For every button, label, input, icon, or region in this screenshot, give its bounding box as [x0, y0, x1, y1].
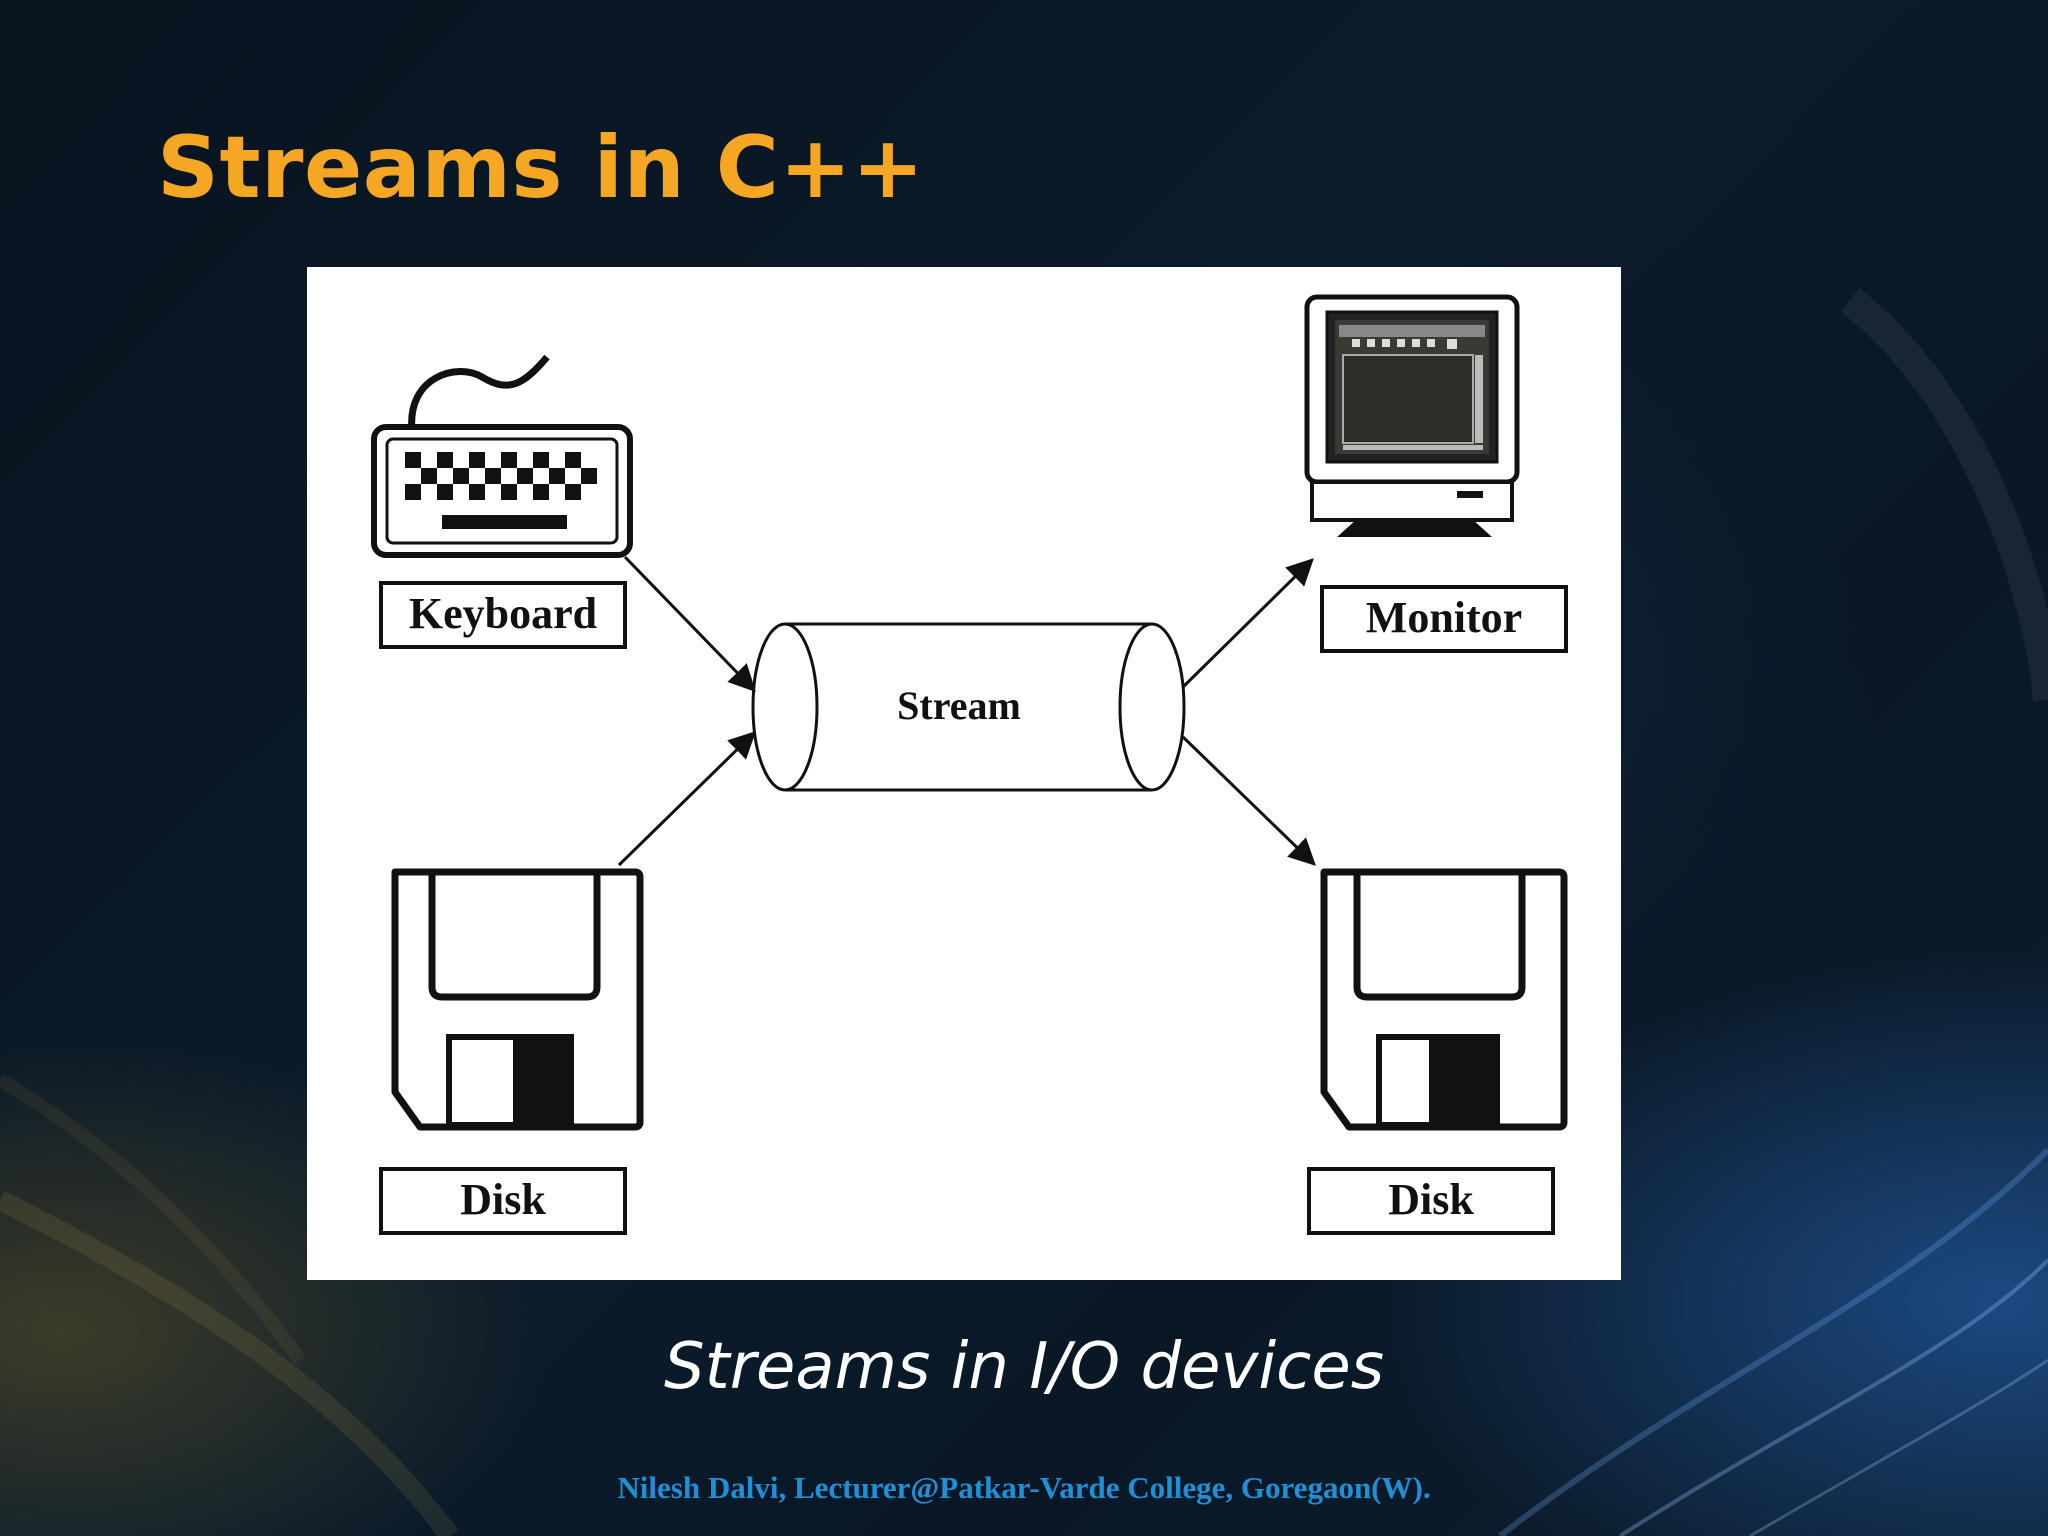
floppy-disk-icon: [391, 868, 644, 1131]
slide-title: Streams in C++: [157, 118, 925, 218]
keyboard-label-box: [379, 581, 627, 649]
output-disk-label: Disk: [1388, 1175, 1474, 1224]
arrow-stream-to-disk: [1181, 735, 1316, 866]
output-disk-label-box: [1307, 1167, 1555, 1235]
keyboard-icon: [371, 354, 633, 558]
stream-cylinder: [751, 622, 1186, 792]
footer-credit: Nilesh Dalvi, Lecturer@Patkar-Varde Coll…: [617, 1470, 1431, 1505]
diagram-caption: Streams in I/O devices: [663, 1330, 1385, 1404]
arrow-stream-to-monitor: [1181, 558, 1314, 689]
monitor-icon: [1304, 294, 1520, 537]
input-disk-label: Disk: [460, 1175, 546, 1224]
keyboard-label: Keyboard: [409, 589, 597, 638]
arrow-disk-to-stream: [617, 731, 756, 867]
arrow-keyboard-to-stream: [623, 555, 756, 692]
monitor-label: Monitor: [1366, 593, 1522, 642]
monitor-label-box: [1320, 585, 1568, 653]
stream-label: Stream: [897, 683, 1021, 728]
floppy-disk-icon: [1320, 868, 1568, 1131]
stream-diagram: Keyboard Disk Stream: [307, 267, 1621, 1280]
input-disk-label-box: [379, 1167, 627, 1235]
